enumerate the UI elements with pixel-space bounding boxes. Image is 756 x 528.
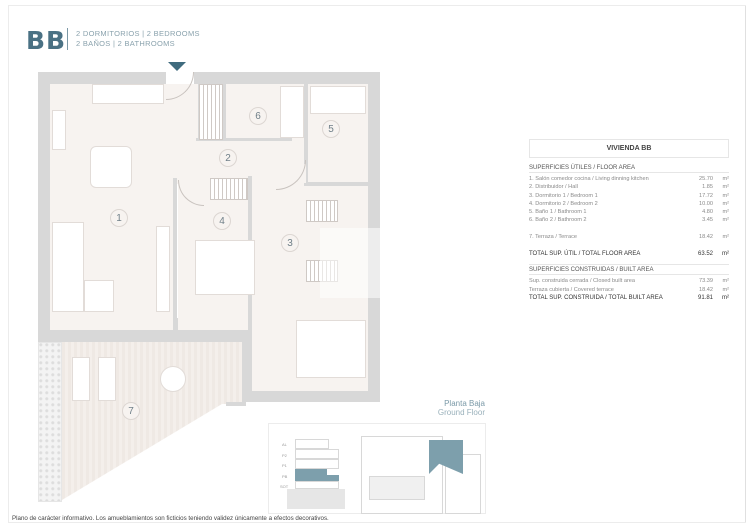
room-number-3: 3 bbox=[281, 234, 299, 252]
entrance-marker-icon bbox=[168, 62, 186, 71]
bed-bedroom-2 bbox=[195, 240, 255, 295]
room-number-4: 4 bbox=[213, 212, 231, 230]
room-1-floor bbox=[166, 84, 198, 184]
room-7-floor bbox=[62, 404, 222, 500]
header-divider bbox=[67, 28, 68, 50]
site-building bbox=[361, 436, 443, 514]
planter bbox=[38, 342, 62, 502]
wardrobe bbox=[199, 84, 223, 140]
dining-table bbox=[90, 146, 132, 188]
interior-wall bbox=[173, 178, 177, 330]
level-label: AL bbox=[282, 442, 287, 447]
room-number-6: 6 bbox=[249, 107, 267, 125]
terrace-table bbox=[160, 366, 186, 392]
disclaimer: Plano de carácter informativo. Los amueb… bbox=[12, 515, 329, 522]
section-level bbox=[295, 459, 339, 469]
kitchen-counter bbox=[52, 110, 66, 150]
basement-fill bbox=[287, 489, 345, 509]
section-highlight bbox=[327, 475, 339, 481]
outer-wall bbox=[226, 402, 246, 406]
room-number-1: 1 bbox=[110, 209, 128, 227]
sun-lounger bbox=[72, 357, 90, 401]
areas-table: VIVIENDA BB SUPERFICIES ÚTILES / FLOOR A… bbox=[529, 139, 729, 302]
built-area-heading: SUPERFICIES CONSTRUIDAS / BUILT AREA bbox=[529, 267, 729, 276]
page-frame bbox=[8, 5, 746, 523]
section-highlight bbox=[295, 469, 327, 481]
site-pool bbox=[369, 476, 425, 500]
interior-wall bbox=[196, 138, 292, 141]
level-label: SOT bbox=[280, 484, 289, 489]
level-label: P1 bbox=[282, 463, 287, 468]
room-7-floor bbox=[62, 342, 242, 404]
room-number-7: 7 bbox=[122, 402, 140, 420]
sun-lounger bbox=[98, 357, 116, 401]
unit-code: BB bbox=[26, 26, 67, 55]
watermark bbox=[320, 228, 432, 298]
table-row: 1. Salón comedor cocina / Living dinning… bbox=[529, 176, 729, 182]
bed-bedroom-1 bbox=[296, 320, 366, 378]
sofa bbox=[52, 222, 84, 312]
bedrooms-label: 2 DORMITORIOS | 2 BEDROOMS bbox=[76, 29, 200, 38]
total-built-area-row: TOTAL SUP. CONSTRUIDA / TOTAL BUILT AREA… bbox=[529, 294, 729, 301]
section-level bbox=[295, 481, 339, 489]
interior-wall bbox=[304, 183, 368, 186]
room-number-2: 2 bbox=[219, 149, 237, 167]
room-number-5: 5 bbox=[322, 120, 340, 138]
level-label: PB bbox=[282, 474, 288, 479]
table-row: Sup. construida cerrada / Closed built a… bbox=[529, 278, 729, 285]
floor-area-heading: SUPERFICIES ÚTILES / FLOOR AREA bbox=[529, 165, 729, 173]
tv-unit bbox=[156, 226, 170, 312]
sofa-chaise bbox=[84, 280, 114, 312]
bathtub bbox=[310, 86, 366, 114]
kitchen-counter bbox=[92, 84, 164, 104]
site-building bbox=[445, 454, 481, 514]
level-label: P2 bbox=[282, 453, 287, 458]
key-plan: AL P2 P1 PB SOT bbox=[268, 423, 486, 514]
wardrobe bbox=[210, 178, 248, 200]
section-level bbox=[295, 449, 339, 459]
shower bbox=[280, 86, 304, 138]
wardrobe bbox=[306, 200, 338, 222]
bathrooms-label: 2 BAÑOS | 2 BATHROOMS bbox=[76, 39, 175, 48]
floor-label-es: Planta Baja bbox=[444, 399, 485, 408]
floor-label-en: Ground Floor bbox=[437, 408, 485, 417]
section-level bbox=[295, 439, 329, 449]
interior-wall bbox=[304, 84, 308, 164]
table-title: VIVIENDA BB bbox=[529, 139, 729, 158]
